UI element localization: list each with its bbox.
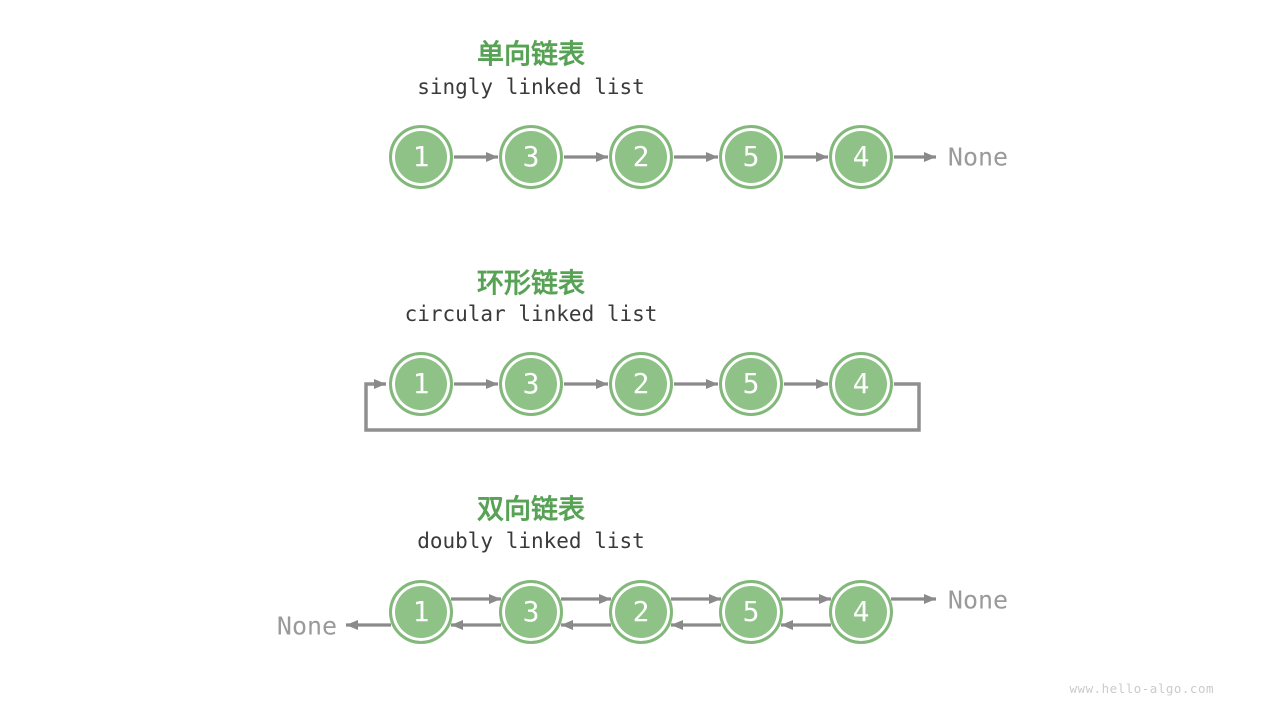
- node-value: 4: [852, 140, 870, 173]
- node-value: 4: [852, 367, 870, 400]
- list-node: 1: [389, 352, 453, 416]
- loop-back-arrow: [364, 379, 921, 432]
- list-node: 4: [829, 352, 893, 416]
- section-title-zh: 双向链表: [477, 494, 585, 525]
- node-value: 1: [412, 140, 430, 173]
- circular-arrows: [364, 379, 921, 432]
- list-node: 2: [609, 580, 673, 644]
- node-value: 2: [632, 140, 650, 173]
- list-node: 3: [499, 352, 563, 416]
- section-title-zh: 单向链表: [477, 39, 585, 70]
- list-node: 5: [719, 580, 783, 644]
- list-node: 2: [609, 352, 673, 416]
- node-value: 5: [742, 595, 760, 628]
- section-title-en: circular linked list: [404, 302, 658, 326]
- watermark: www.hello-algo.com: [1069, 681, 1214, 696]
- node-value: 2: [632, 367, 650, 400]
- list-node: 4: [829, 580, 893, 644]
- node-value: 5: [742, 140, 760, 173]
- none-label: None: [947, 142, 1009, 172]
- node-value: 5: [742, 367, 760, 400]
- list-node: 3: [499, 580, 563, 644]
- list-node: 3: [499, 125, 563, 189]
- none-label: None: [947, 585, 1009, 615]
- node-value: 3: [522, 367, 540, 400]
- list-node: 5: [719, 352, 783, 416]
- none-label: None: [276, 611, 338, 641]
- doubly-arrows: [346, 594, 936, 630]
- node-value: 1: [412, 367, 430, 400]
- node-value: 4: [852, 595, 870, 628]
- node-value: 3: [522, 140, 540, 173]
- section-title-en: doubly linked list: [417, 529, 645, 553]
- list-node: 2: [609, 125, 673, 189]
- list-node: 1: [389, 125, 453, 189]
- node-value: 2: [632, 595, 650, 628]
- list-node: 5: [719, 125, 783, 189]
- section-title-zh: 环形链表: [477, 268, 585, 299]
- list-node: 4: [829, 125, 893, 189]
- node-value: 1: [412, 595, 430, 628]
- node-value: 3: [522, 595, 540, 628]
- list-node: 1: [389, 580, 453, 644]
- section-title-en: singly linked list: [417, 75, 645, 99]
